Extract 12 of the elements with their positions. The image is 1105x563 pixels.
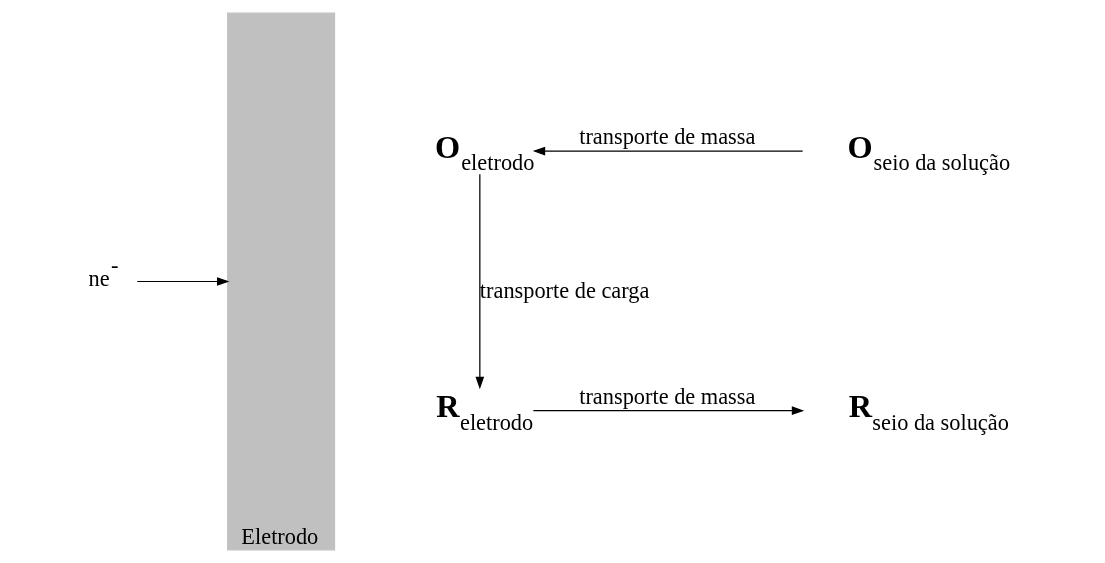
- edge-label: transporte de carga: [479, 278, 650, 304]
- node-text: O$_{eletrodo}$: [435, 128, 535, 176]
- node-text: R$_{eletrodo}$: [436, 388, 534, 435]
- node-text: O$_{seio da solução}$: [847, 128, 1011, 176]
- arrow: [136, 277, 230, 286]
- arrow: [475, 173, 485, 390]
- arrow: [532, 406, 805, 416]
- node-text: R$_{seio da solução}$: [848, 388, 1009, 435]
- edge-label: transporte de massa: [579, 383, 756, 409]
- edge-label: transporte de massa: [579, 124, 756, 150]
- arrow: [532, 146, 804, 156]
- node-box: Eletrodo: [227, 12, 336, 551]
